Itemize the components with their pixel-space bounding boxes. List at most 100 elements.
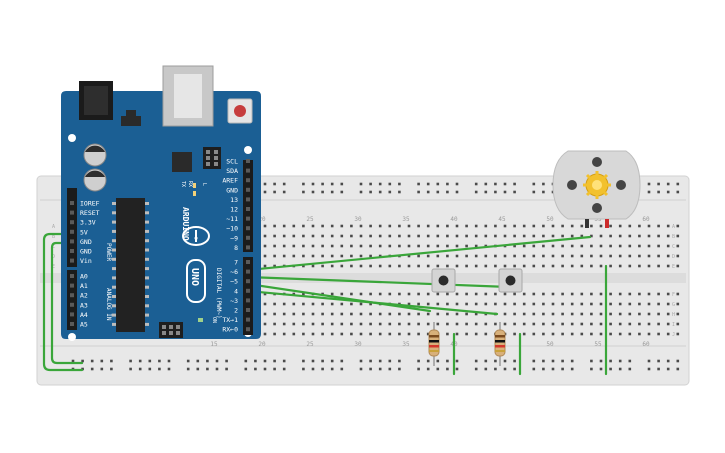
wires[interactable]: [42, 232, 608, 376]
header-pin[interactable]: [246, 327, 250, 332]
header-pin[interactable]: [246, 226, 250, 231]
breadboard-col-label: 60: [642, 341, 650, 348]
breadboard-row-label: J: [672, 332, 675, 338]
pin-label: RX←0: [222, 326, 238, 334]
pin-label: 4: [234, 287, 238, 295]
header-pin[interactable]: [246, 260, 250, 264]
header-pin[interactable]: [70, 302, 74, 307]
pin-label: GND: [226, 186, 238, 194]
push-button-2[interactable]: [498, 268, 523, 293]
digital-header-top[interactable]: [243, 159, 253, 252]
resistor-1[interactable]: [428, 322, 440, 366]
pin-label: IOREF: [80, 200, 100, 208]
header-pin[interactable]: [70, 249, 74, 253]
uno-badge: UNO: [186, 259, 206, 303]
breadboard-col-label: 35: [402, 216, 410, 223]
breadboard-col-label: 25: [306, 216, 314, 223]
header-pin[interactable]: [246, 187, 250, 192]
digital-header-bottom[interactable]: [243, 257, 253, 335]
atmega-chip: [112, 198, 149, 332]
wire-pin5-button2[interactable]: [246, 275, 512, 289]
header-pin[interactable]: [70, 312, 74, 317]
wire-pin6-motor[interactable]: [246, 235, 592, 272]
wire-pin4-resistor1[interactable]: [246, 282, 432, 313]
svg-text:∞: ∞: [194, 235, 198, 242]
pin-label: Vin: [80, 257, 92, 265]
wire-gnd-rail[interactable]: [50, 241, 84, 365]
pin-label: A5: [80, 321, 88, 329]
breadboard-row-label: B: [672, 234, 675, 240]
usb-chip: [172, 152, 192, 172]
pin-label: AREF: [222, 177, 238, 185]
header-pin[interactable]: [70, 274, 74, 278]
header-pin[interactable]: [70, 293, 74, 298]
breadboard-row-label: F: [672, 292, 675, 298]
header-pin[interactable]: [246, 279, 250, 284]
header-pin[interactable]: [70, 239, 74, 244]
header-pin[interactable]: [246, 197, 250, 202]
breadboard-col-label: 40: [450, 216, 458, 223]
header-pin[interactable]: [246, 298, 250, 303]
pin-label: ~10: [226, 225, 238, 233]
header-pin[interactable]: [246, 235, 250, 240]
on-led: [198, 318, 203, 322]
header-pin[interactable]: [246, 207, 250, 211]
reset-button[interactable]: [227, 98, 253, 124]
wire-pin3-resistor2[interactable]: [246, 289, 499, 316]
motor-terminal-black[interactable]: [585, 219, 589, 228]
rx-led-label: RX: [187, 181, 193, 187]
header-pin[interactable]: [70, 283, 74, 288]
breadboard-col-label: 50: [546, 341, 554, 348]
header-pin[interactable]: [70, 258, 74, 263]
pin-label: 13: [230, 196, 238, 204]
pin-label: A3: [80, 301, 88, 309]
analog-header[interactable]: [67, 270, 77, 330]
header-pin[interactable]: [246, 288, 250, 293]
breadboard-col-label: 50: [546, 216, 554, 223]
digital-group-label: DIGITAL (PWM~): [215, 268, 222, 319]
power-header[interactable]: [67, 188, 77, 267]
rx-led: [193, 191, 196, 196]
header-pin[interactable]: [246, 269, 250, 274]
power-group-label: POWER: [105, 243, 112, 261]
arduino-brand-label: ARDUINO: [181, 207, 190, 241]
push-button-1[interactable]: [431, 268, 456, 293]
motor-gear-icon: [583, 171, 611, 199]
header-pin[interactable]: [246, 317, 250, 322]
breadboard-col-label: 15: [210, 341, 218, 348]
arduino-uno[interactable]: ∞ ARDUINO UNO TX RX L ON IOREFRESET3.3V5…: [61, 65, 261, 341]
header-pin[interactable]: [70, 201, 74, 205]
header-pin[interactable]: [246, 245, 250, 250]
header-pin[interactable]: [246, 168, 250, 173]
pin-label: SDA: [226, 167, 238, 175]
motor-terminal-red[interactable]: [605, 219, 609, 228]
icsp-header-top[interactable]: [203, 147, 221, 169]
pin-label: A2: [80, 292, 88, 300]
header-pin[interactable]: [70, 220, 74, 225]
header-pin[interactable]: [246, 178, 250, 183]
icsp-header-bottom[interactable]: [159, 322, 183, 338]
wire-5v-rail[interactable]: [42, 232, 84, 372]
breadboard-row-label: C: [672, 244, 675, 250]
pin-label: A4: [80, 311, 88, 319]
pin-label: SCL: [226, 158, 238, 166]
l-led-label: L: [201, 183, 207, 186]
pin-label: 8: [234, 244, 238, 252]
resistor-2[interactable]: [494, 322, 506, 366]
header-pin[interactable]: [70, 322, 74, 326]
header-pin[interactable]: [246, 159, 250, 163]
pin-label: ~3: [230, 297, 238, 305]
header-pin[interactable]: [246, 308, 250, 312]
dc-motor[interactable]: [552, 150, 641, 228]
breadboard-row-label: G: [672, 302, 675, 308]
breadboard-col-label: 60: [642, 216, 650, 223]
capacitor-1: [83, 143, 107, 167]
header-pin[interactable]: [70, 210, 74, 215]
header-pin[interactable]: [70, 229, 74, 234]
breadboard-row-label: E: [52, 264, 55, 270]
pin-label: TX→1: [222, 316, 238, 324]
header-pin[interactable]: [246, 216, 250, 221]
